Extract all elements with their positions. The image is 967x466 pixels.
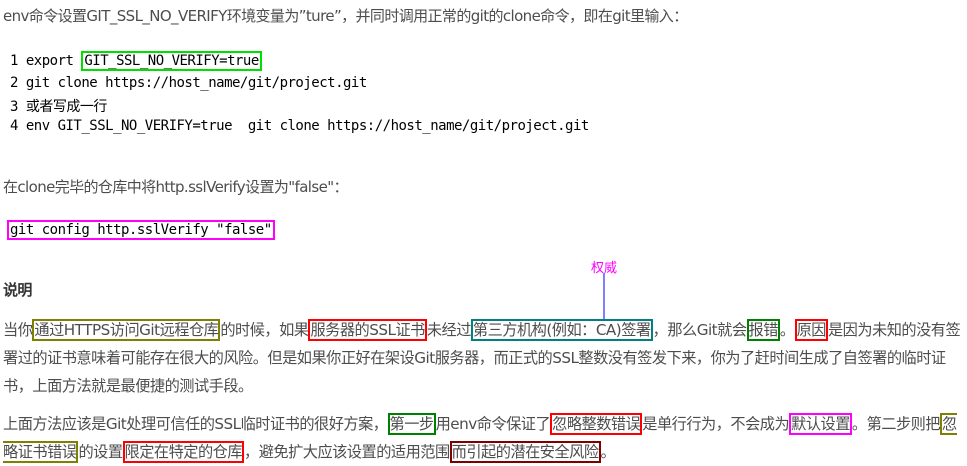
highlighted-phrase: 默认设置	[789, 413, 852, 435]
annotation-line	[603, 273, 605, 320]
intro-text-config: 在clone完毕的仓库中将http.sslVerify设置为"false"：	[3, 178, 349, 196]
config-command: git config http.sslVerify "false"	[7, 220, 275, 240]
code-text: 4 env GIT_SSL_NO_VERIFY=true git clone h…	[10, 117, 589, 134]
explanation-paragraph-2: 上面方法应该是Git处理可信任的SSL临时证书的很好方案，第一步用env命令保证…	[3, 410, 965, 466]
text-segment: ，那么Git就会	[652, 321, 747, 339]
code-text: 3 或者写成一行	[10, 99, 107, 115]
highlighted-phrase: 第一步	[387, 413, 436, 435]
highlighted-phrase: 原因	[794, 319, 828, 341]
code-line: 3 或者写成一行	[10, 96, 107, 116]
code-text: 1 export	[10, 53, 82, 69]
explanation-paragraph-1: 当你通过HTTPS访问Git远程仓库的时候，如果服务器的SSL证书未经过第三方机…	[3, 316, 965, 400]
highlighted-phrase: 服务器的SSL证书	[308, 319, 427, 341]
intro-text-env: env命令设置GIT_SSL_NO_VERIFY环境变量为”ture”，并同时调…	[3, 7, 688, 25]
code-line: 2 git clone https://host_name/git/projec…	[10, 75, 367, 91]
highlighted-phrase: 忽略整数错误	[550, 413, 643, 435]
text-segment: 上面方法应该是Git处理可信任的SSL临时证书的很好方案，	[3, 415, 388, 433]
highlighted-phrase: 报错	[746, 319, 780, 341]
text-segment: 用env命令保证了	[435, 415, 551, 433]
text-segment: 。	[779, 321, 795, 339]
text-segment: 当你	[3, 321, 33, 339]
text-segment: 的时候，如果	[220, 321, 309, 339]
text-segment: 是单行行为，不会成为	[642, 415, 790, 433]
text-segment: 未经过	[426, 321, 472, 339]
text-segment: 的设置	[78, 443, 123, 461]
highlighted-phrase: 通过HTTPS访问Git远程仓库	[32, 319, 221, 341]
code-line: 1 export GIT_SSL_NO_VERIFY=true	[10, 51, 262, 71]
text-segment: 。第二步则把	[851, 415, 941, 433]
highlighted-phrase: 而引起的潜在安全风险	[449, 441, 601, 463]
text-segment: 。	[600, 443, 616, 461]
code-text: 2 git clone https://host_name/git/projec…	[10, 74, 367, 91]
text-segment: 是因为未知的没有签署过的证书意味着可能存在很大的风险。但是如果你正好在架设Git…	[3, 321, 961, 395]
config-command-highlight: git config http.sslVerify "false"	[7, 220, 275, 240]
highlighted-phrase: 忽略证书错误	[3, 413, 957, 463]
code-highlight: GIT_SSL_NO_VERIFY=true	[81, 51, 262, 71]
annotation-label: 权威	[591, 261, 618, 276]
code-line: 4 env GIT_SSL_NO_VERIFY=true git clone h…	[10, 118, 589, 134]
section-heading: 说明	[3, 281, 32, 299]
highlighted-phrase: 限定在特定的仓库	[122, 441, 244, 463]
text-segment: ，避免扩大应该设置的适用范围	[244, 443, 450, 461]
highlighted-phrase: 第三方机构(例如：CA)签署	[470, 319, 653, 341]
